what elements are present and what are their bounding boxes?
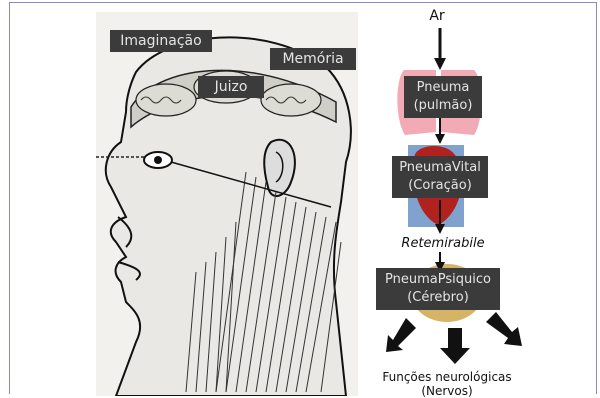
brain-label: PneumaPsiquico (Cérebro) — [376, 268, 500, 310]
network-label: Retemirabile — [398, 236, 488, 251]
output-arrow-right — [486, 312, 522, 346]
heart-label-line1: PneumaVital — [392, 159, 488, 177]
arrow-lung-to-heart-head — [435, 134, 445, 144]
output-arrow-middle — [440, 328, 470, 364]
heart-label: PneumaVital (Coração) — [392, 156, 488, 198]
lung-label-line2: (pulmão) — [404, 97, 482, 115]
lung-label-line1: Pneuma — [404, 79, 482, 97]
output-arrow-left — [386, 318, 416, 352]
lung-label: Pneuma (pulmão) — [404, 76, 482, 118]
arrow-air-to-lung-head — [434, 58, 446, 70]
heart-label-line2: (Coração) — [392, 177, 488, 195]
output-label: Funções neurológicas (Nervos) — [372, 370, 522, 398]
brain-label-line2: (Cérebro) — [376, 289, 500, 307]
arrow-heart-to-net-head — [435, 224, 445, 234]
output-label-line1: Funções neurológicas — [372, 370, 522, 384]
brain-label-line1: PneumaPsiquico — [376, 271, 500, 289]
